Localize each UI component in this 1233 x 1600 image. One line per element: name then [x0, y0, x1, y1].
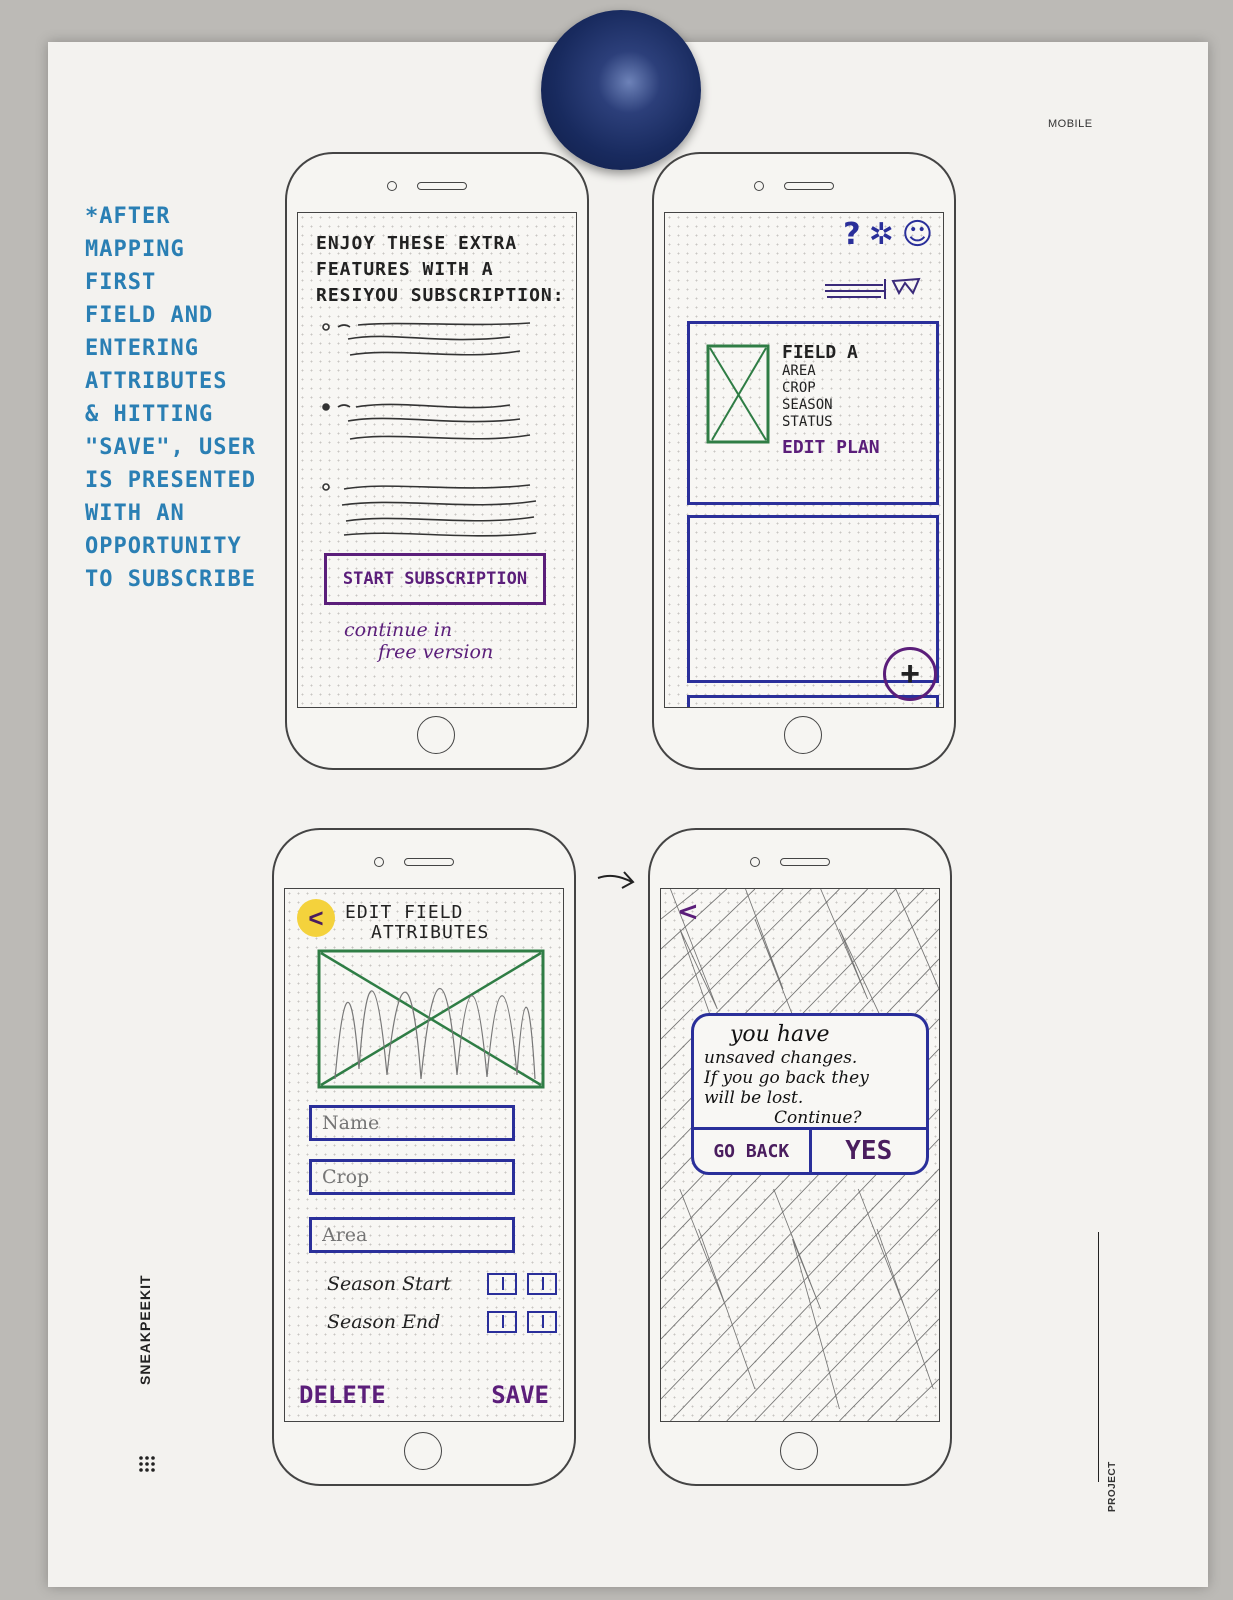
edit-title-line-2: ATTRIBUTES: [371, 922, 490, 943]
speaker-icon: [417, 182, 467, 190]
field-attr-status: STATUS: [782, 414, 833, 430]
season-start-year-dropdown[interactable]: [527, 1273, 557, 1295]
feature-list-squiggles: [322, 322, 537, 537]
camera-icon: [750, 857, 760, 867]
delete-button[interactable]: DELETE: [299, 1381, 386, 1409]
field-attr-area: AREA: [782, 363, 816, 379]
field-map-placeholder-icon: [317, 949, 545, 1089]
project-label: PROJECT: [1107, 1461, 1118, 1512]
dialog-line-2: unsaved changes.: [704, 1048, 858, 1068]
brand-logo-icon: [139, 1456, 155, 1472]
edit-screen-title: EDIT FIELD ATTRIBUTES: [345, 903, 489, 943]
phone-edit-field: < EDIT FIELD ATTRIBUTES Season Start Sea…: [272, 828, 576, 1486]
subscription-screen: ENJOY THESE EXTRA FEATURES WITH A RESIYO…: [297, 212, 577, 708]
dialog-line-5: Continue?: [774, 1108, 862, 1128]
speaker-icon: [784, 182, 834, 190]
subscription-title: ENJOY THESE EXTRA FEATURES WITH A RESIYO…: [316, 233, 565, 306]
season-end-month-dropdown[interactable]: [487, 1311, 517, 1333]
continue-free-link[interactable]: continue in free version: [344, 619, 544, 663]
season-end-label: Season End: [327, 1311, 441, 1333]
paper-sheet: [48, 42, 1208, 1587]
field-name: FIELD A: [782, 342, 858, 363]
phone-unsaved-changes: < you have unsaved changes. If you go ba…: [648, 828, 952, 1486]
unsaved-changes-screen: < you have unsaved changes. If you go ba…: [660, 888, 940, 1422]
edit-field-screen: < EDIT FIELD ATTRIBUTES Season Start Sea…: [284, 888, 564, 1422]
dialog-line-1: you have: [730, 1022, 830, 1047]
dialog-line-3: If you go back they: [704, 1068, 869, 1088]
field-attr-crop: CROP: [782, 380, 816, 396]
yes-button[interactable]: YES: [808, 1130, 927, 1172]
season-start-row: Season Start: [327, 1273, 557, 1295]
camera-icon: [374, 857, 384, 867]
start-subscription-button[interactable]: START SUBSCRIPTION: [324, 553, 546, 605]
home-button[interactable]: [784, 716, 822, 754]
camera-icon: [387, 181, 397, 191]
filter-icon[interactable]: [823, 275, 923, 301]
top-icon-bar: ? ✲ ☺: [843, 219, 933, 251]
speaker-icon: [780, 858, 830, 866]
season-start-month-dropdown[interactable]: [487, 1273, 517, 1295]
continue-free-line-1: continue in: [344, 619, 453, 641]
edit-title-line-1: EDIT FIELD: [345, 902, 464, 923]
settings-icon[interactable]: ✲: [868, 217, 894, 252]
annotation-note: *AFTER MAPPING FIRST FIELD AND ENTERING …: [85, 204, 256, 592]
home-button[interactable]: [417, 716, 455, 754]
add-field-button[interactable]: +: [883, 647, 937, 701]
flow-arrow-icon: [597, 871, 635, 889]
continue-free-line-2: free version: [378, 641, 494, 663]
save-button[interactable]: SAVE: [491, 1381, 549, 1409]
edit-plan-link[interactable]: EDIT PLAN: [782, 437, 880, 458]
dialog-line-4: will be lost.: [704, 1088, 804, 1108]
home-button[interactable]: [404, 1432, 442, 1470]
camera-icon: [754, 181, 764, 191]
speaker-icon: [404, 858, 454, 866]
field-card-empty[interactable]: [687, 515, 939, 683]
profile-icon[interactable]: ☺: [901, 217, 933, 252]
season-end-row: Season End: [327, 1311, 557, 1333]
home-button[interactable]: [780, 1432, 818, 1470]
name-input[interactable]: [309, 1105, 515, 1141]
magnet: [541, 10, 701, 170]
go-back-button[interactable]: GO BACK: [694, 1130, 809, 1172]
field-card[interactable]: FIELD A AREA CROP SEASON STATUS EDIT PLA…: [687, 321, 939, 505]
phone-fields-list: ? ✲ ☺ FIELD A AREA CROP SEASON STATUS ED: [652, 152, 956, 770]
field-thumbnail-placeholder-icon: [706, 344, 770, 444]
area-input[interactable]: [309, 1217, 515, 1253]
back-button[interactable]: <: [297, 899, 335, 937]
project-line: [1098, 1232, 1099, 1482]
field-card-partial[interactable]: [687, 695, 939, 707]
fields-list-screen: ? ✲ ☺ FIELD A AREA CROP SEASON STATUS ED: [664, 212, 944, 708]
dimmed-overlay-scribble: [661, 889, 939, 1421]
crop-input[interactable]: [309, 1159, 515, 1195]
season-start-label: Season Start: [327, 1273, 451, 1295]
mobile-tag: MOBILE: [1048, 118, 1093, 130]
brand-label: SNEAKPEEKIT: [137, 1274, 153, 1385]
field-attr-season: SEASON: [782, 397, 833, 413]
dialog-actions: GO BACK YES: [694, 1127, 926, 1172]
phone-subscription: ENJOY THESE EXTRA FEATURES WITH A RESIYO…: [285, 152, 589, 770]
season-end-year-dropdown[interactable]: [527, 1311, 557, 1333]
back-button[interactable]: <: [677, 897, 699, 927]
field-card-details: FIELD A AREA CROP SEASON STATUS EDIT PLA…: [782, 342, 880, 458]
dialog-message: you have unsaved changes. If you go back…: [704, 1022, 918, 1128]
unsaved-changes-dialog: you have unsaved changes. If you go back…: [691, 1013, 929, 1175]
help-icon[interactable]: ?: [843, 217, 861, 252]
